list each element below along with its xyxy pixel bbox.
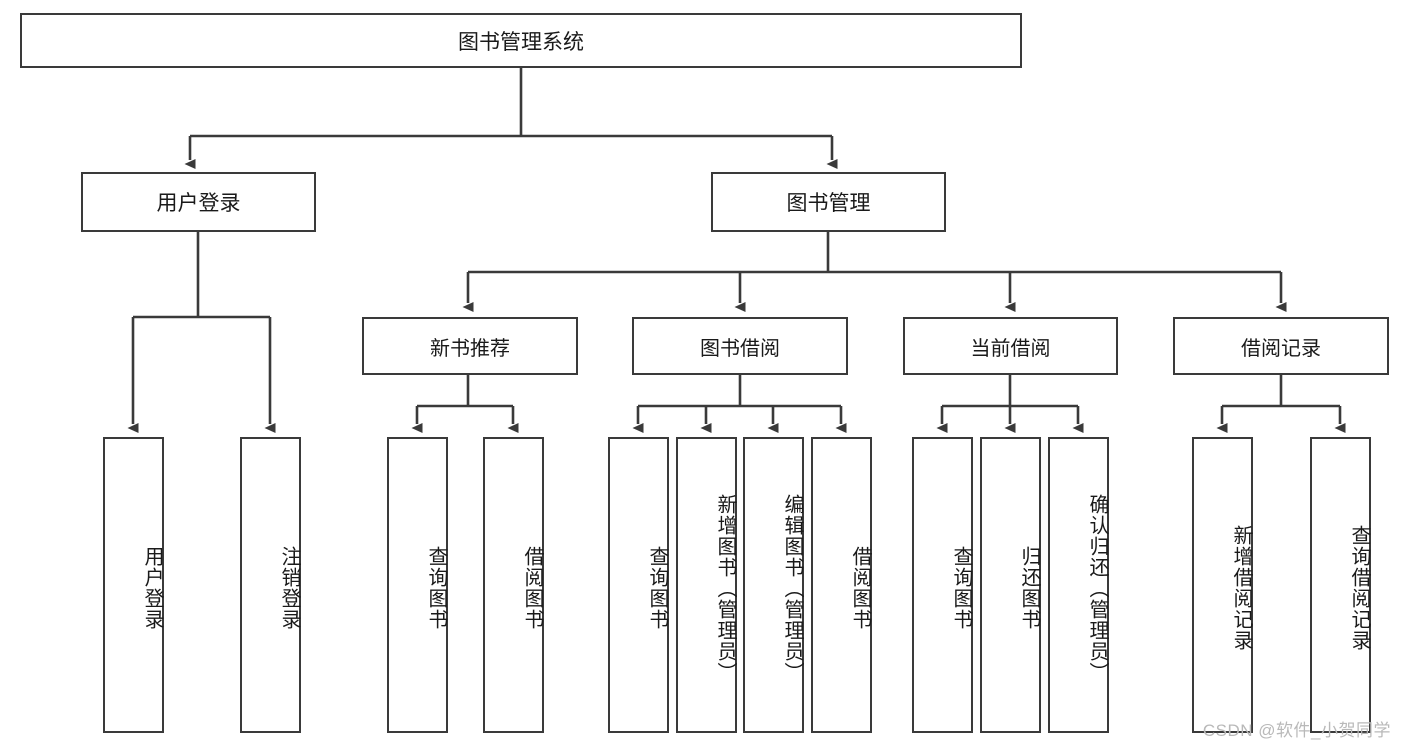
node-label: 用户登录 bbox=[141, 546, 163, 630]
node-book-management[interactable]: 图书管理 bbox=[711, 172, 946, 232]
leaf-current-query-book[interactable]: 查询图书 bbox=[912, 437, 973, 733]
node-label: 新增图书（管理员） bbox=[714, 493, 736, 683]
node-label: 新增借阅记录 bbox=[1230, 525, 1252, 651]
node-label: 查询图书 bbox=[425, 546, 447, 630]
leaf-record-query-borrow-record[interactable]: 查询借阅记录 bbox=[1310, 437, 1371, 733]
node-book-borrow[interactable]: 图书借阅 bbox=[632, 317, 848, 375]
node-label: 借阅图书 bbox=[849, 546, 871, 630]
node-label: 当前借阅 bbox=[970, 337, 1051, 360]
node-label: 归还图书 bbox=[1018, 546, 1040, 630]
node-label: 查询借阅记录 bbox=[1348, 525, 1370, 651]
leaf-borrow-borrow-book[interactable]: 借阅图书 bbox=[811, 437, 872, 733]
node-user-login[interactable]: 用户登录 bbox=[81, 172, 316, 232]
leaf-logout-login[interactable]: 注销登录 bbox=[240, 437, 301, 733]
leaf-record-add-borrow-record[interactable]: 新增借阅记录 bbox=[1192, 437, 1253, 733]
node-root-system[interactable]: 图书管理系统 bbox=[20, 13, 1022, 68]
node-new-book-recommend[interactable]: 新书推荐 bbox=[362, 317, 578, 375]
leaf-user-login[interactable]: 用户登录 bbox=[103, 437, 164, 733]
leaf-current-confirm-return-admin[interactable]: 确认归还（管理员） bbox=[1048, 437, 1109, 733]
node-borrow-record[interactable]: 借阅记录 bbox=[1173, 317, 1389, 375]
node-label: 查询图书 bbox=[950, 546, 972, 630]
leaf-borrow-query-book[interactable]: 查询图书 bbox=[608, 437, 669, 733]
node-label: 编辑图书（管理员） bbox=[781, 493, 803, 683]
node-label: 借阅图书 bbox=[521, 546, 543, 630]
leaf-borrow-add-book-admin[interactable]: 新增图书（管理员） bbox=[676, 437, 737, 733]
node-label: 用户登录 bbox=[156, 192, 241, 215]
node-label: 图书借阅 bbox=[700, 337, 780, 360]
leaf-borrow-edit-book-admin[interactable]: 编辑图书（管理员） bbox=[743, 437, 804, 733]
leaf-current-return-book[interactable]: 归还图书 bbox=[980, 437, 1041, 733]
node-label: 借阅记录 bbox=[1241, 337, 1321, 360]
leaf-recommend-query-book[interactable]: 查询图书 bbox=[387, 437, 448, 733]
node-label: 图书管理系统 bbox=[458, 30, 584, 54]
node-current-borrow[interactable]: 当前借阅 bbox=[903, 317, 1118, 375]
node-label: 新书推荐 bbox=[430, 337, 510, 360]
node-label: 查询图书 bbox=[646, 546, 668, 630]
watermark-text: CSDN @软件_小贺同学 bbox=[1202, 721, 1391, 740]
node-label: 注销登录 bbox=[278, 546, 300, 630]
node-label: 确认归还（管理员） bbox=[1086, 493, 1108, 683]
node-label: 图书管理 bbox=[786, 192, 871, 215]
leaf-recommend-borrow-book[interactable]: 借阅图书 bbox=[483, 437, 544, 733]
